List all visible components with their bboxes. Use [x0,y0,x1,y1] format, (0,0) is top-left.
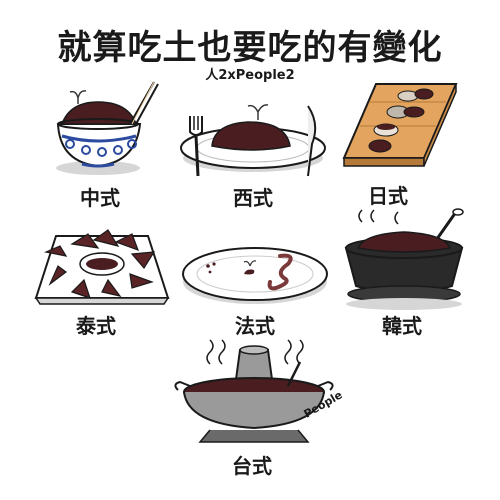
thai-style-dish: 泰式 [32,222,172,338]
style-label-chinese: 中式 [80,186,120,210]
stone-pot-illustration [344,208,464,310]
chinese-style-dish: 中式 [50,80,160,210]
style-label-japanese: 日式 [368,184,408,208]
taiwanese-style-dish: 台式 [170,339,340,478]
style-label-thai: 泰式 [76,314,116,338]
style-label-western: 西式 [233,186,273,210]
plate-illustration [180,104,326,177]
author-credit: 人2xPeople2 [205,68,295,83]
bowl-illustration [56,81,159,175]
sushi-board-illustration [342,83,458,167]
style-label-french: 法式 [235,314,275,338]
style-label-korean: 韓式 [382,314,422,338]
thai-plate-illustration [34,229,170,305]
page-title: 就算吃土也要吃的有變化 [57,28,443,68]
western-style-dish: 西式 [178,92,328,210]
style-label-taiwanese: 台式 [232,454,272,478]
korean-style-dish: 韓式 [340,208,468,338]
french-plate-illustration [182,247,328,304]
japanese-style-dish: 日式 [340,80,460,208]
hot-pot-illustration [174,339,334,443]
french-style-dish: 法式 [180,232,330,338]
